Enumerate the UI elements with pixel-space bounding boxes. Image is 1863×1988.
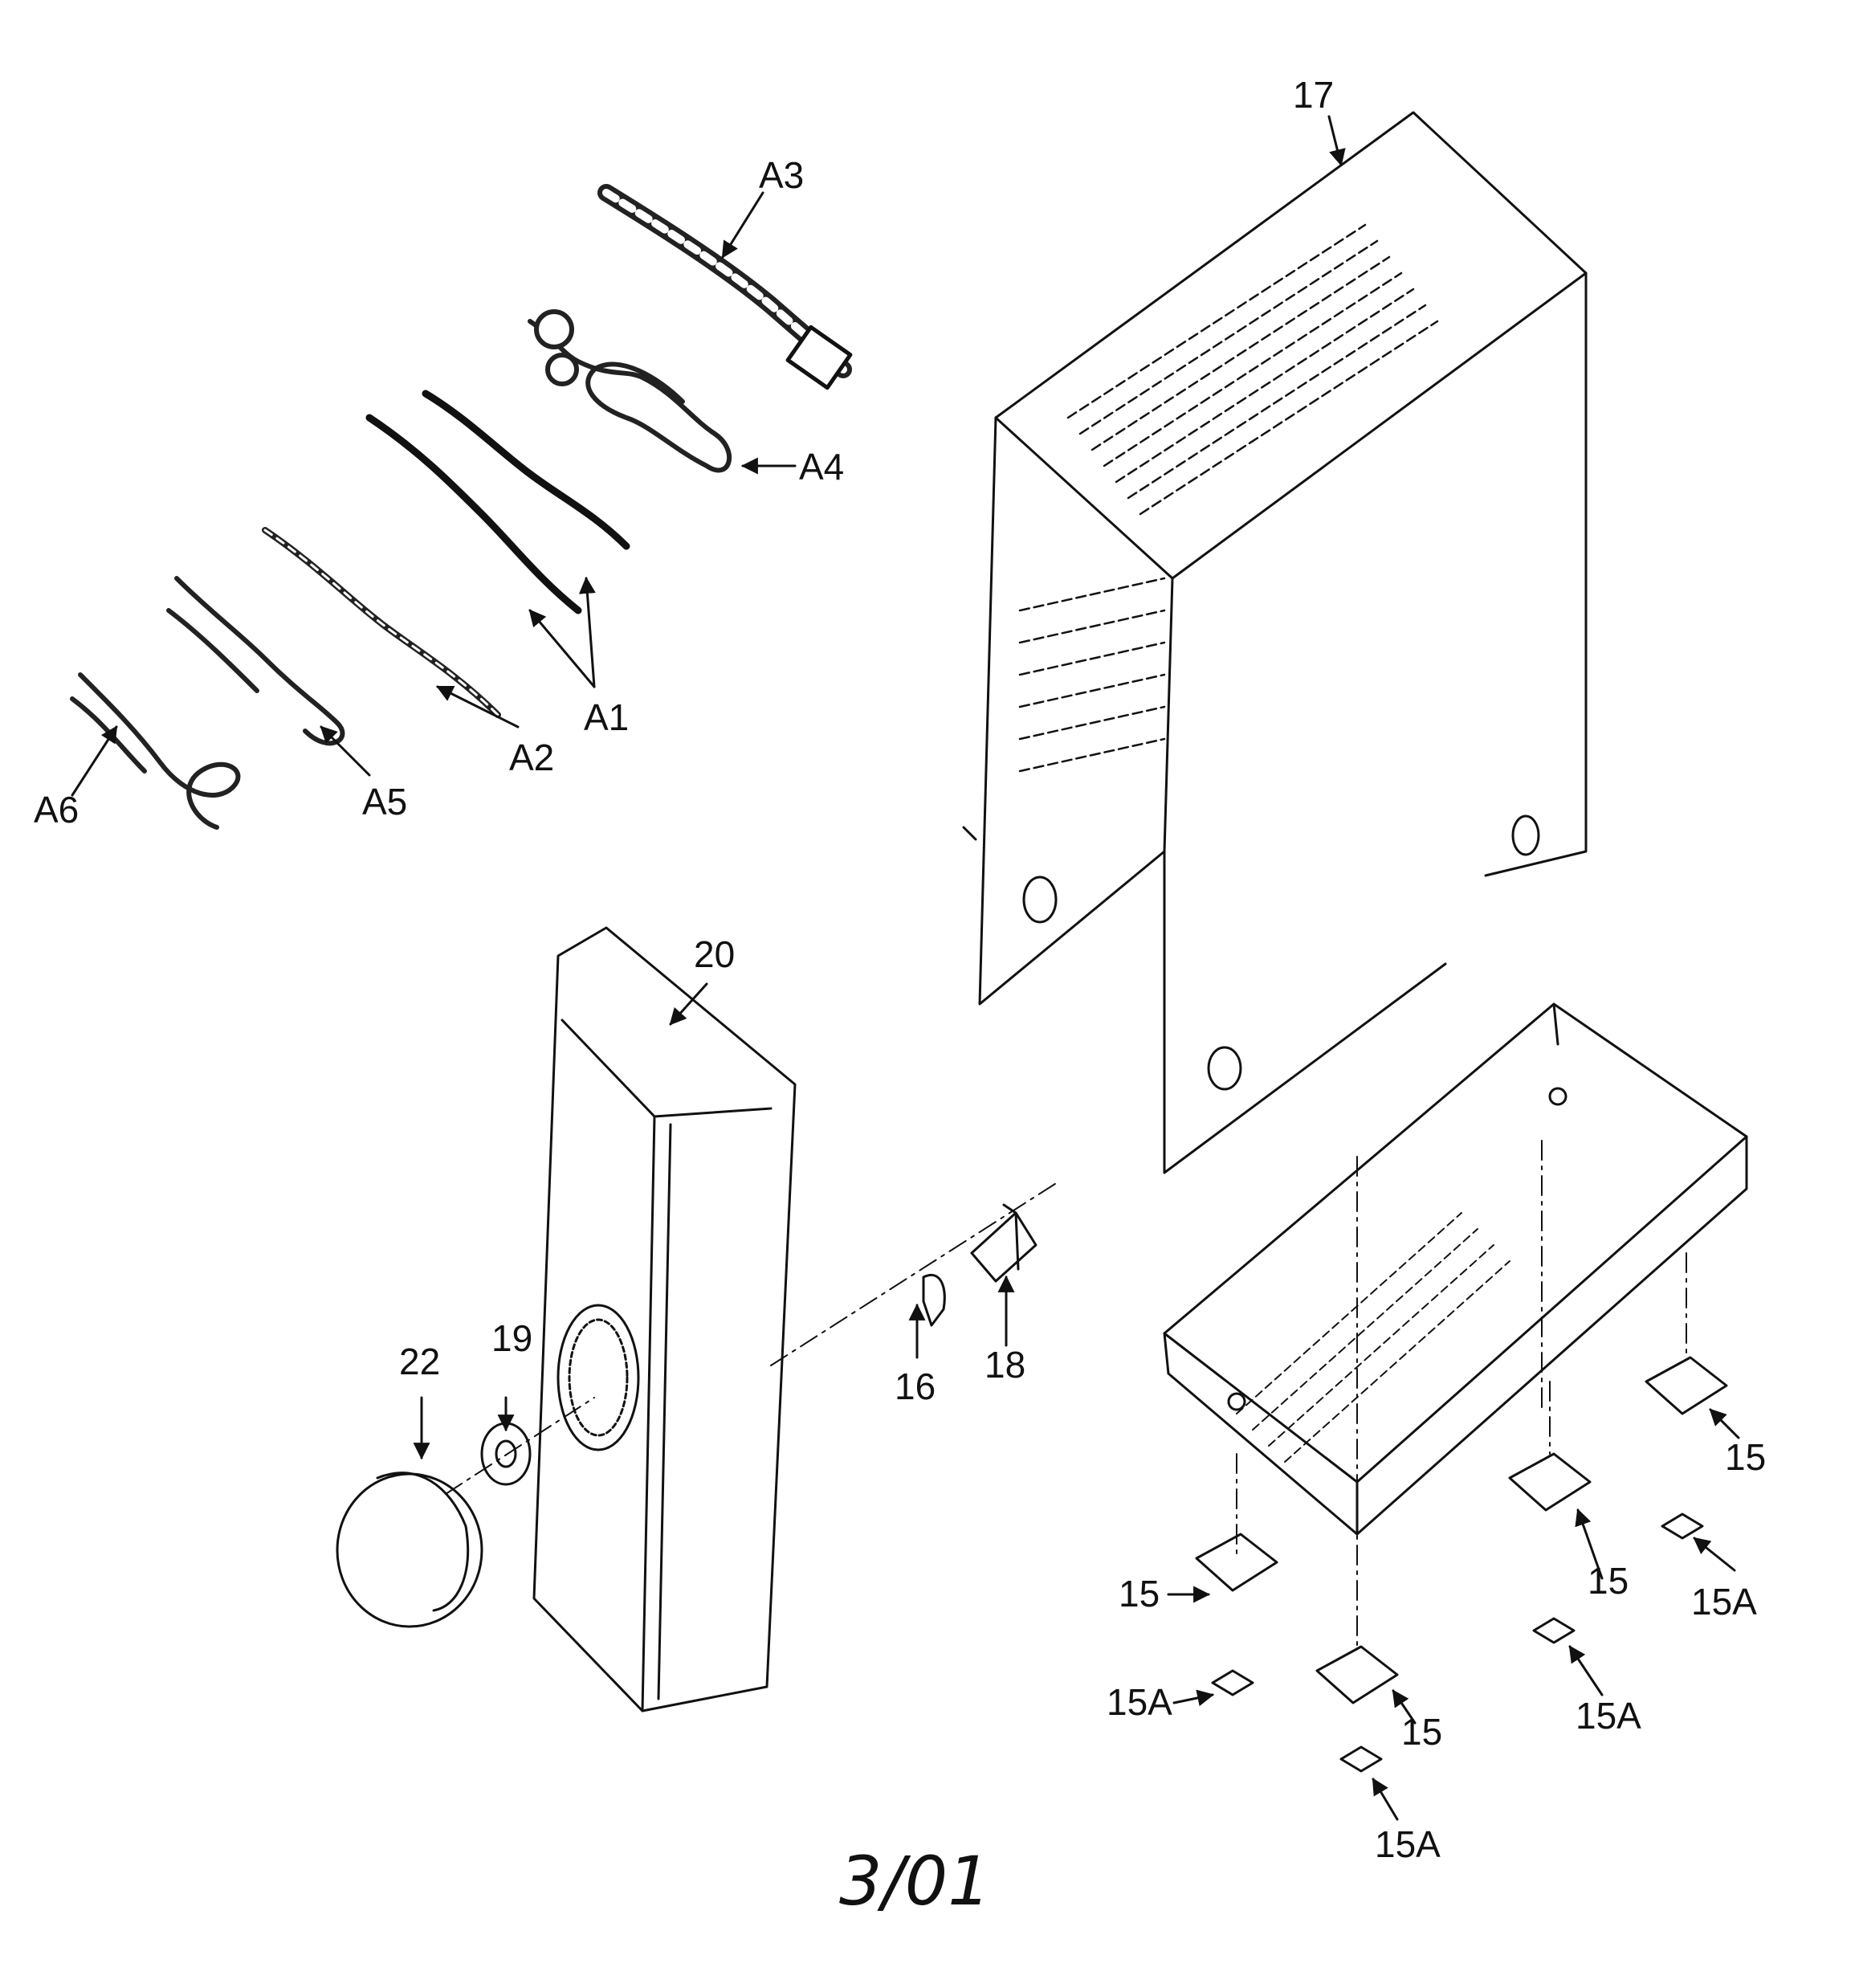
assembly-lines	[445, 1140, 1687, 1647]
label-part-15-d: 15	[1725, 1436, 1767, 1478]
label-part-20: 20	[694, 933, 736, 975]
bracket-16	[922, 1274, 946, 1327]
foot-15-d	[1645, 1356, 1728, 1415]
label-part-15A-b: 15A	[1375, 1823, 1441, 1865]
cable-a4	[528, 309, 732, 473]
tweeter-22	[336, 1472, 483, 1628]
foot-15-c	[1508, 1452, 1592, 1512]
label-part-16: 16	[895, 1365, 936, 1407]
pad-15A-a	[1211, 1669, 1254, 1696]
label-part-15-b: 15	[1401, 1711, 1443, 1753]
vent-side	[1018, 577, 1166, 773]
label-part-22: 22	[399, 1341, 441, 1382]
speaker-panel-20	[532, 926, 797, 1712]
label-part-17: 17	[1293, 74, 1335, 116]
cover-17	[962, 111, 1588, 1174]
foot-15-a	[1195, 1533, 1278, 1592]
vent-top	[1066, 223, 1439, 516]
label-part-15A-a: 15A	[1107, 1681, 1172, 1723]
terminal-18	[970, 1203, 1037, 1283]
label-part-a6: A6	[34, 789, 79, 831]
label-part-a3: A3	[759, 154, 805, 196]
label-part-15A-d: 15A	[1691, 1581, 1757, 1623]
label-part-18: 18	[984, 1344, 1026, 1386]
leader-arrows	[71, 115, 1740, 1821]
cable-a2	[262, 527, 501, 718]
cable-a5	[166, 576, 345, 746]
pad-15A-b	[1339, 1745, 1383, 1773]
chassis-base	[1163, 1002, 1748, 1536]
label-part-19: 19	[491, 1317, 533, 1359]
label-part-a5: A5	[362, 781, 408, 823]
pad-15A-d	[1661, 1512, 1704, 1540]
label-part-15-a: 15	[1119, 1573, 1160, 1614]
foot-15-b	[1315, 1645, 1399, 1704]
label-part-15-c: 15	[1588, 1560, 1629, 1602]
pad-15A-c	[1532, 1617, 1576, 1644]
label-part-15A-c: 15A	[1576, 1695, 1641, 1737]
ring-19	[480, 1422, 532, 1486]
label-part-a4: A4	[799, 446, 845, 488]
cable-a6	[70, 672, 241, 830]
label-part-a1: A1	[584, 696, 630, 738]
cable-a1	[365, 390, 630, 614]
date-code: 3/01	[839, 1842, 991, 1921]
cable-a3	[597, 184, 853, 390]
label-part-a2: A2	[509, 737, 555, 778]
